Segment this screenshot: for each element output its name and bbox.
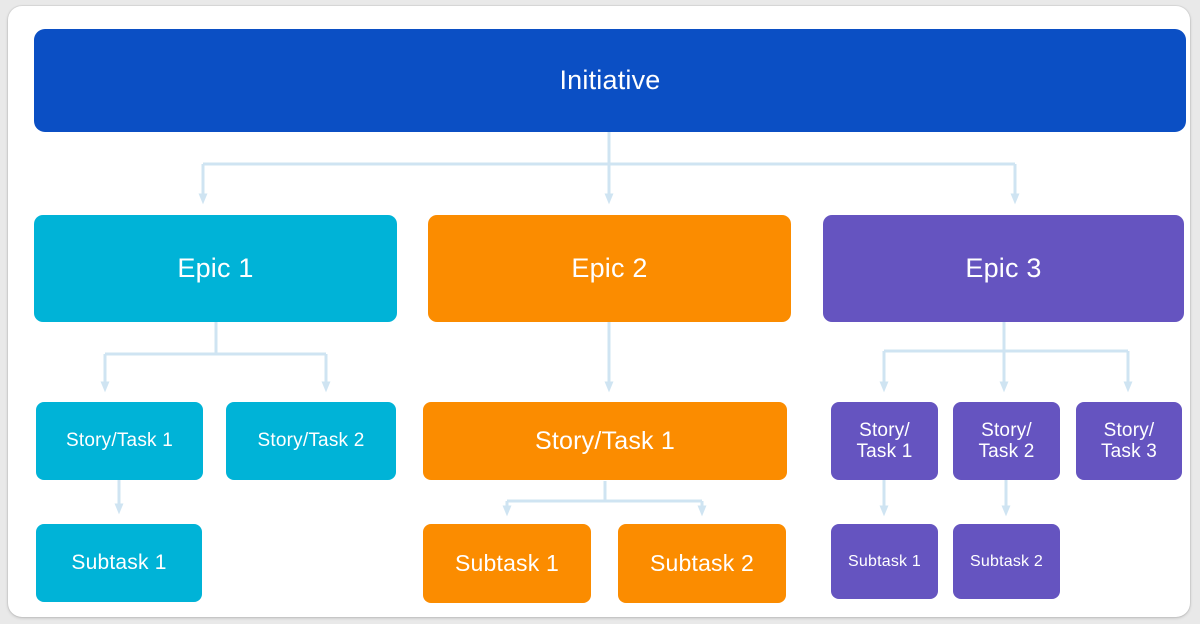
node-epic3-story1-subtask-1[interactable]: Subtask 1 (831, 524, 938, 599)
node-initiative[interactable]: Initiative (34, 29, 1186, 132)
node-epic1-story-2[interactable]: Story/Task 2 (226, 402, 396, 480)
node-epic3-story-1[interactable]: Story/ Task 1 (831, 402, 938, 480)
node-epic-1[interactable]: Epic 1 (34, 215, 397, 322)
node-epic-3[interactable]: Epic 3 (823, 215, 1184, 322)
node-epic-2[interactable]: Epic 2 (428, 215, 791, 322)
node-epic3-story2-subtask-2[interactable]: Subtask 2 (953, 524, 1060, 599)
node-epic2-story-1[interactable]: Story/Task 1 (423, 402, 787, 480)
diagram-card: Initiative Epic 1 Epic 2 Epic 3 Story/Ta… (8, 6, 1190, 617)
node-layer: Initiative Epic 1 Epic 2 Epic 3 Story/Ta… (8, 6, 1190, 617)
node-epic1-story1-subtask-1[interactable]: Subtask 1 (36, 524, 202, 602)
node-epic3-story-3[interactable]: Story/ Task 3 (1076, 402, 1182, 480)
node-epic3-story-2[interactable]: Story/ Task 2 (953, 402, 1060, 480)
node-epic1-story-1[interactable]: Story/Task 1 (36, 402, 203, 480)
node-epic2-story1-subtask-1[interactable]: Subtask 1 (423, 524, 591, 603)
node-epic2-story1-subtask-2[interactable]: Subtask 2 (618, 524, 786, 603)
